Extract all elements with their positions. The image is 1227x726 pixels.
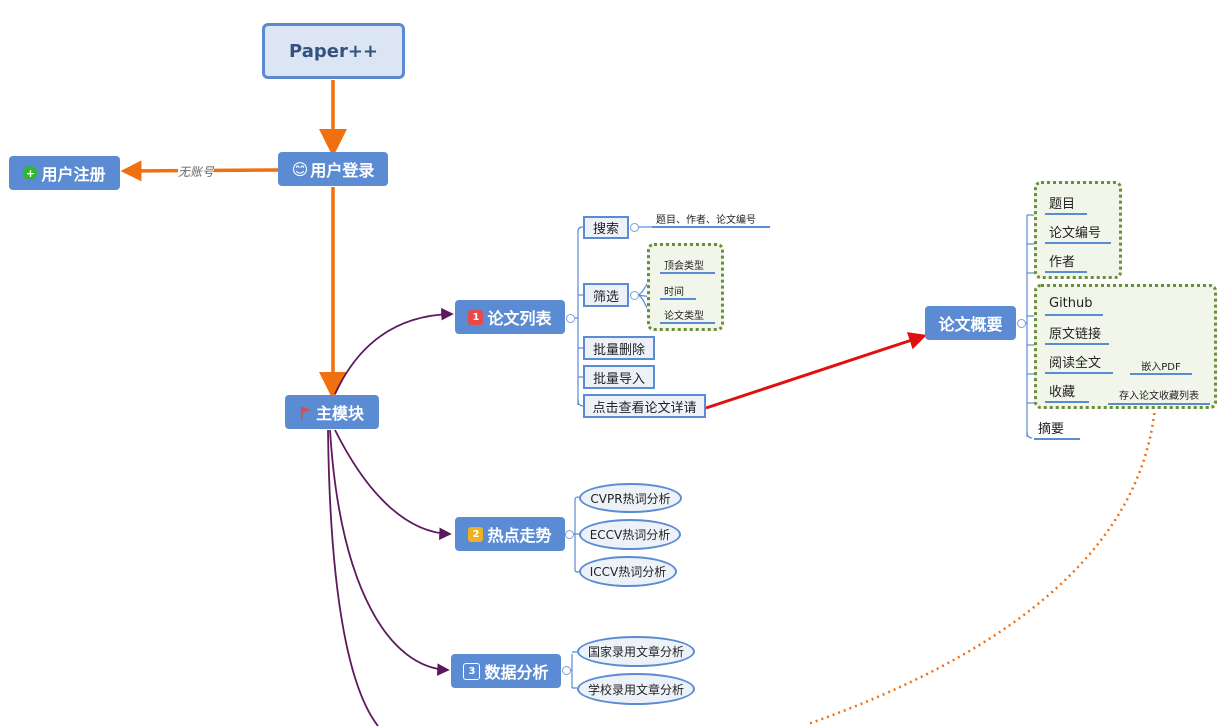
overview-item-embed-pdf[interactable]: 嵌入PDF <box>1130 355 1192 375</box>
filter-item-venue[interactable]: 顶会类型 <box>660 255 715 274</box>
overview-group-links <box>1034 284 1217 409</box>
collapse-toggle-search[interactable] <box>630 223 639 232</box>
data-analysis-label: 数据分析 <box>484 663 549 682</box>
badge-2: 2 <box>468 526 484 542</box>
collapse-toggle-paper-list[interactable] <box>566 314 575 323</box>
collapse-toggle-data-analysis[interactable] <box>562 666 571 675</box>
hot-trend-label: 热点走势 <box>487 526 552 545</box>
plus-icon: + <box>23 166 38 180</box>
overview-item-label: 存入论文收藏列表 <box>1119 391 1199 402</box>
data-analysis-item-label: 学校录用文章分析 <box>587 682 684 697</box>
edge-label-no-account: 无账号 <box>178 163 215 180</box>
main-module-node[interactable]: 主模块 <box>285 395 379 429</box>
filter-label: 筛选 <box>592 289 619 305</box>
collapse-toggle-hot-trend[interactable] <box>565 530 574 539</box>
overview-item-paper-id[interactable]: 论文编号 <box>1045 219 1111 244</box>
overview-item-save-list[interactable]: 存入论文收藏列表 <box>1108 384 1210 405</box>
batch-import-label: 批量导入 <box>592 371 645 387</box>
badge-3: 3 <box>463 662 481 680</box>
overview-item-label: 摘要 <box>1038 422 1065 437</box>
search-detail-label: 题目、作者、论文编号 <box>656 215 756 226</box>
register-label: 用户注册 <box>41 165 106 184</box>
search-node[interactable]: 搜索 <box>583 216 629 239</box>
overview-item-label: 嵌入PDF <box>1141 361 1181 373</box>
filter-item-label: 顶会类型 <box>664 261 704 272</box>
view-detail-label: 点击查看论文详请 <box>592 400 697 416</box>
overview-item-favorite[interactable]: 收藏 <box>1045 378 1089 403</box>
data-analysis-node[interactable]: 3 数据分析 <box>451 654 561 688</box>
overview-item-read-full[interactable]: 阅读全文 <box>1045 349 1113 374</box>
overview-item-label: 作者 <box>1049 255 1076 270</box>
overview-group-basic <box>1034 181 1122 279</box>
hot-trend-node[interactable]: 2 热点走势 <box>455 517 565 551</box>
filter-node[interactable]: 筛选 <box>583 283 629 307</box>
login-label: 用户登录 <box>310 161 375 180</box>
flag-icon <box>300 405 312 420</box>
overview-item-author[interactable]: 作者 <box>1045 248 1087 273</box>
smile-icon: 😊 <box>291 159 309 179</box>
filter-item-label: 时间 <box>664 287 684 298</box>
overview-item-label: 阅读全文 <box>1049 356 1102 371</box>
overview-item-original-link[interactable]: 原文链接 <box>1045 320 1109 345</box>
hot-trend-item-cvpr[interactable]: CVPR热词分析 <box>579 483 682 513</box>
collapse-toggle-overview[interactable] <box>1017 319 1026 328</box>
overview-label: 论文概要 <box>938 315 1003 334</box>
hot-trend-item-label: ICCV热词分析 <box>589 565 667 579</box>
hot-trend-item-iccv[interactable]: ICCV热词分析 <box>579 556 677 587</box>
filter-group <box>647 243 724 331</box>
login-node[interactable]: 😊 用户登录 <box>278 152 388 186</box>
overview-item-github[interactable]: Github <box>1045 291 1103 316</box>
overview-item-title[interactable]: 题目 <box>1045 190 1087 215</box>
data-analysis-item-school[interactable]: 学校录用文章分析 <box>577 673 695 705</box>
register-node[interactable]: + 用户注册 <box>9 156 120 190</box>
batch-import-node[interactable]: 批量导入 <box>583 365 655 389</box>
view-detail-node[interactable]: 点击查看论文详请 <box>583 394 706 418</box>
collapse-toggle-filter[interactable] <box>630 291 639 300</box>
filter-item-paper-type[interactable]: 论文类型 <box>660 305 715 324</box>
data-analysis-item-country[interactable]: 国家录用文章分析 <box>577 636 695 667</box>
hot-trend-item-label: ECCV热词分析 <box>589 528 671 542</box>
overview-item-label: 收藏 <box>1049 385 1076 400</box>
overview-item-label: 论文编号 <box>1049 226 1102 241</box>
overview-item-abstract[interactable]: 摘要 <box>1034 415 1080 440</box>
batch-delete-node[interactable]: 批量删除 <box>583 336 655 360</box>
root-node[interactable]: Paper++ <box>262 23 405 79</box>
overview-item-label: Github <box>1049 296 1093 311</box>
hot-trend-item-label: CVPR热词分析 <box>590 491 671 506</box>
filter-item-label: 论文类型 <box>664 311 704 322</box>
batch-delete-label: 批量删除 <box>592 342 645 358</box>
paper-list-node[interactable]: 1 论文列表 <box>455 300 565 334</box>
root-label: Paper++ <box>289 40 378 62</box>
overview-node[interactable]: 论文概要 <box>925 306 1016 340</box>
search-detail-node: 题目、作者、论文编号 <box>652 209 770 228</box>
search-label: 搜索 <box>592 222 619 237</box>
badge-1: 1 <box>468 309 484 325</box>
overview-item-label: 原文链接 <box>1049 327 1102 342</box>
data-analysis-item-label: 国家录用文章分析 <box>587 645 684 659</box>
overview-item-label: 题目 <box>1049 197 1076 212</box>
main-module-label: 主模块 <box>315 404 364 423</box>
hot-trend-item-eccv[interactable]: ECCV热词分析 <box>579 519 681 550</box>
paper-list-label: 论文列表 <box>487 309 552 328</box>
filter-item-time[interactable]: 时间 <box>660 281 696 300</box>
